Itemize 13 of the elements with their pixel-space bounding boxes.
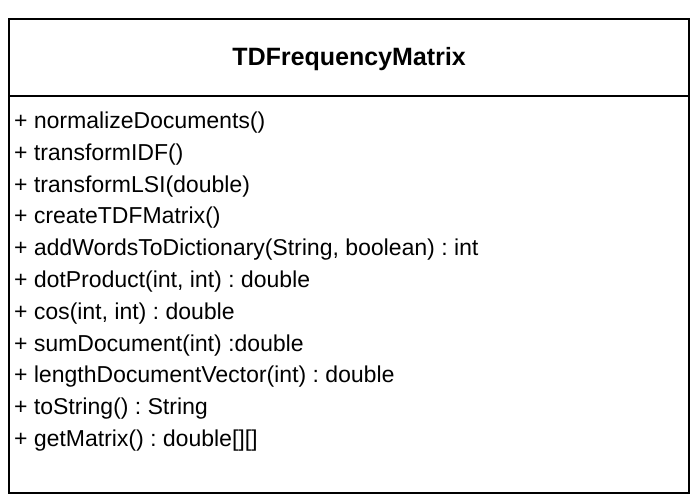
method-signature: + toString() : String: [14, 392, 208, 422]
method-signature: + cos(int, int) : double: [14, 296, 235, 326]
class-name: TDFrequencyMatrix: [232, 43, 466, 72]
method-signature: + normalizeDocuments(): [14, 106, 266, 135]
class-box: [8, 18, 690, 494]
method-signature: + getMatrix() : double[][]: [14, 424, 258, 453]
method-signature: + transformLSI(double): [14, 170, 250, 199]
method-signature: + addWordsToDictionary(String, boolean) : int: [14, 233, 478, 262]
method-signature: + createTDFMatrix(): [14, 201, 220, 230]
method-signature: + dotProduct(int, int) : double: [14, 264, 310, 294]
method-signature: + transformIDF(): [14, 138, 184, 167]
method-signature: + lengthDocumentVector(int) : double: [14, 360, 394, 390]
method-signature: + sumDocument(int) :double: [14, 328, 304, 358]
